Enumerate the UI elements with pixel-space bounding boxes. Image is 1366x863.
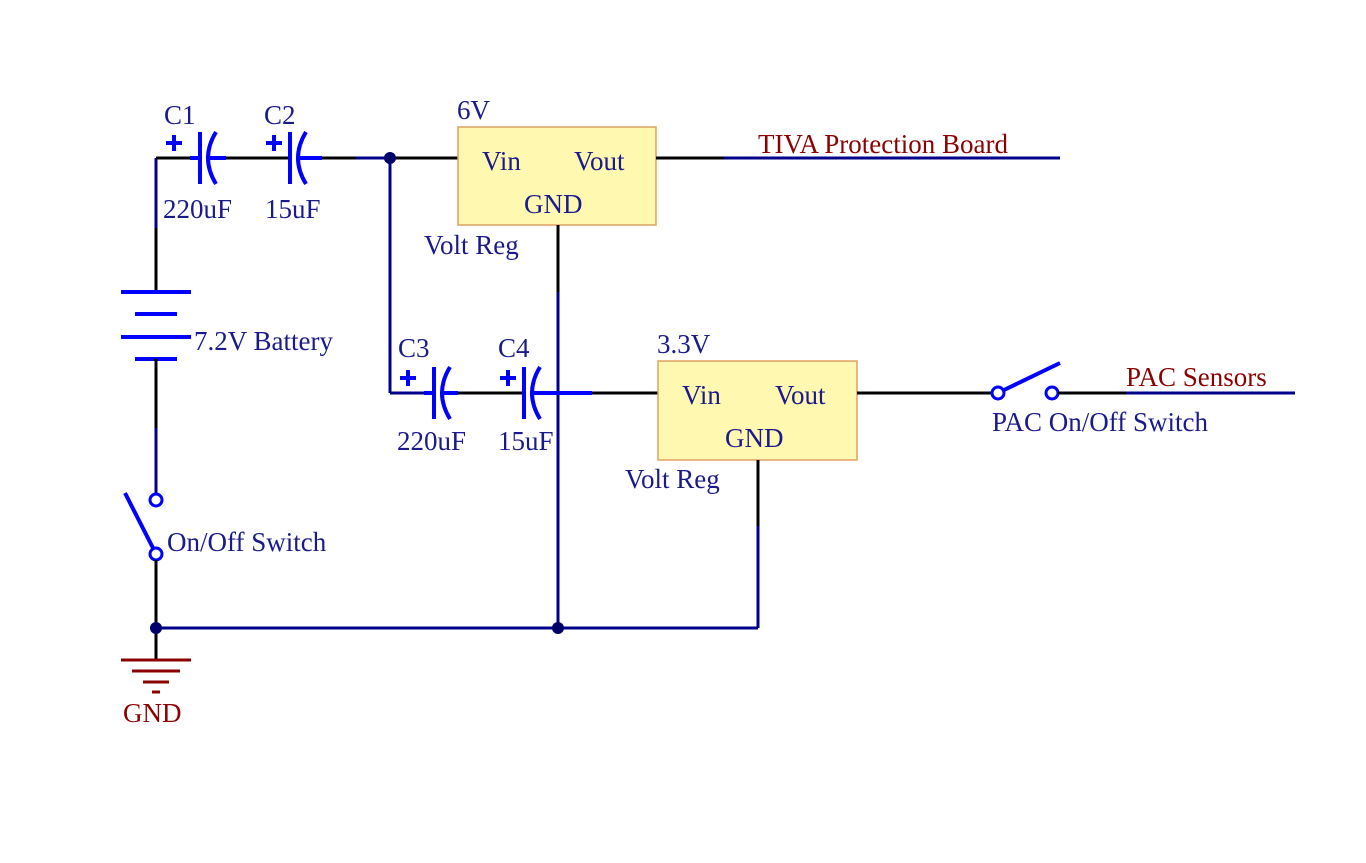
c1-ref: C1 <box>164 100 196 130</box>
ground-label: GND <box>123 698 182 728</box>
reg-3v3-vin: Vin <box>682 380 721 410</box>
junction-dot <box>150 622 162 634</box>
c2-ref: C2 <box>264 100 296 130</box>
c1-value: 220uF <box>163 194 232 224</box>
reg-6v-voltage: 6V <box>457 95 491 125</box>
main-switch-label: On/Off Switch <box>167 527 327 557</box>
c3-ref: C3 <box>398 333 430 363</box>
regulator-3v3-body <box>657 360 858 461</box>
c4-value: 15uF <box>498 426 554 456</box>
reg-3v3-name: Volt Reg <box>625 464 720 494</box>
pac-switch-label: PAC On/Off Switch <box>992 407 1209 437</box>
pac-switch <box>990 361 1061 401</box>
c3-value: 220uF <box>397 426 466 456</box>
battery-symbol <box>121 290 191 361</box>
junction-dot <box>552 622 564 634</box>
capacitor-c3 <box>400 365 458 421</box>
capacitor-c1 <box>166 130 226 186</box>
battery-label: 7.2V Battery <box>194 326 333 356</box>
capacitor-c4 <box>500 365 592 421</box>
reg-6v-gnd: GND <box>524 189 583 219</box>
reg-6v-vout: Vout <box>574 146 625 176</box>
capacitor-c2 <box>266 130 322 186</box>
regulator-6v-body <box>457 126 657 226</box>
reg-6v-name: Volt Reg <box>424 230 519 260</box>
reg-3v3-gnd: GND <box>725 423 784 453</box>
net-pac-label: PAC Sensors <box>1126 362 1267 392</box>
c4-ref: C4 <box>498 333 530 363</box>
junction-dot <box>384 152 396 164</box>
reg-3v3-voltage: 3.3V <box>657 329 711 359</box>
net-tiva-label: TIVA Protection Board <box>758 129 1008 159</box>
main-switch <box>123 492 164 562</box>
ground-symbol <box>121 658 191 694</box>
reg-3v3-vout: Vout <box>775 380 826 410</box>
c2-value: 15uF <box>265 194 321 224</box>
reg-6v-vin: Vin <box>482 146 521 176</box>
